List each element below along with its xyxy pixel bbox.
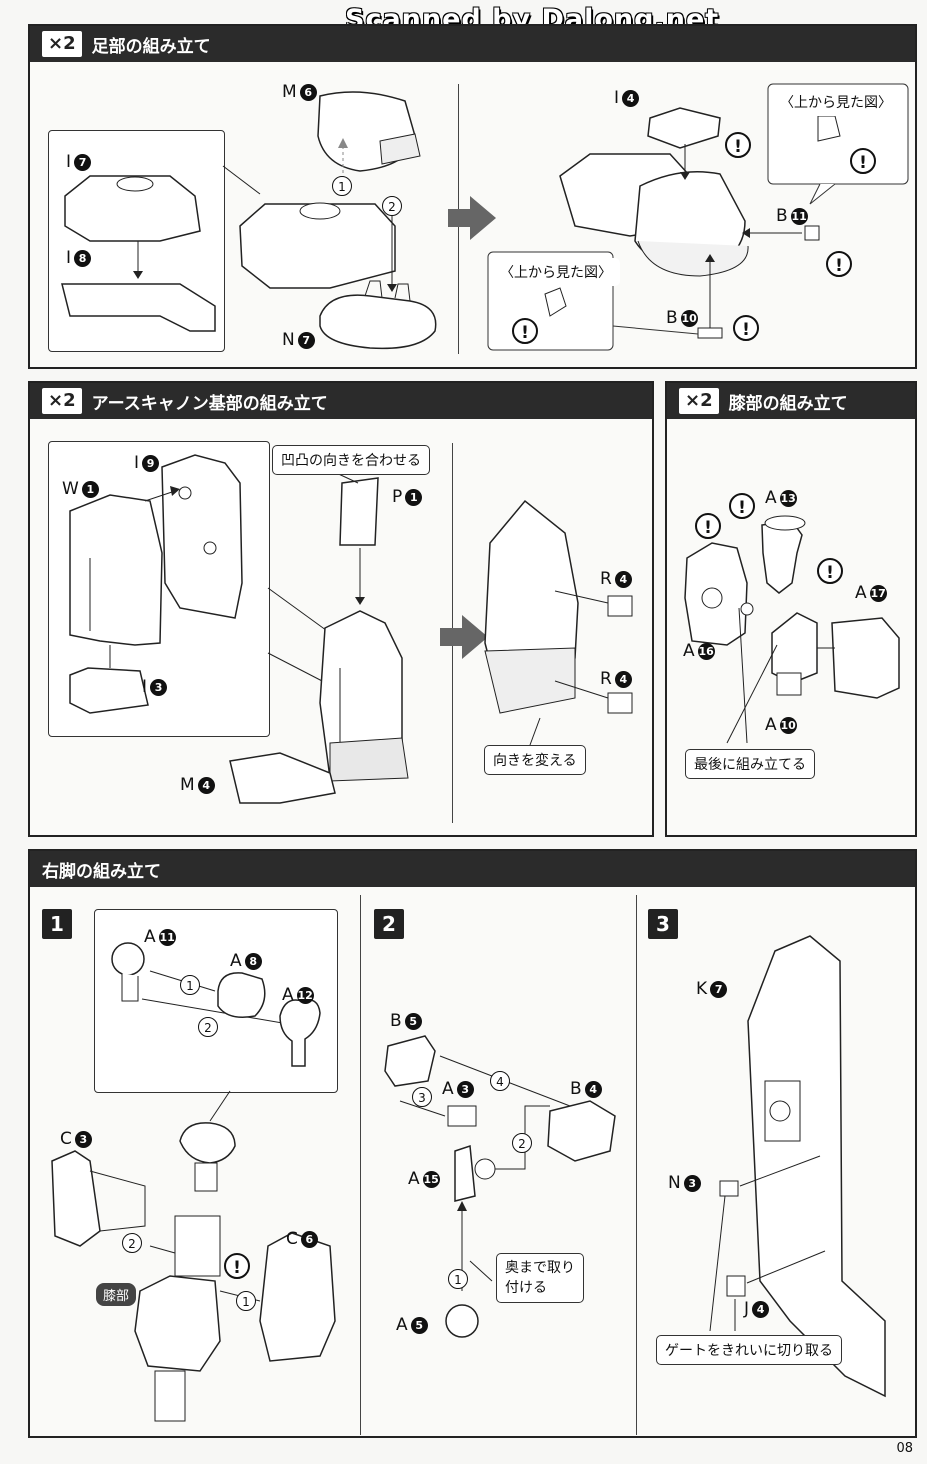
note-line: 奥まで取り bbox=[505, 1260, 575, 1276]
next-arrow-icon bbox=[440, 615, 488, 659]
quantity-multiplier: ×2 bbox=[42, 31, 82, 57]
caution-icon: ! bbox=[512, 318, 538, 344]
trim-gate-note: ゲートをきれいに切り取る bbox=[656, 1335, 842, 1365]
caution-icon: ! bbox=[850, 148, 876, 174]
align-notch-note: 凹凸の向きを合わせる bbox=[272, 445, 430, 475]
section-title: アースキャノン基部の組み立て bbox=[91, 393, 328, 414]
section-title: 右脚の組み立て bbox=[42, 861, 161, 882]
quantity-multiplier: ×2 bbox=[679, 388, 719, 414]
caution-icon: ! bbox=[826, 251, 852, 277]
caution-icon: ! bbox=[729, 493, 755, 519]
knee-badge: 膝部 bbox=[96, 1283, 137, 1306]
step-order-1: 1 bbox=[180, 975, 200, 995]
section-header: ×2 足部の組み立て bbox=[30, 26, 915, 62]
section-header: ×2 アースキャノン基部の組み立て bbox=[30, 383, 652, 419]
caution-icon: ! bbox=[733, 315, 759, 341]
foot-assembly-section: ×2 足部の組み立て bbox=[28, 24, 917, 369]
push-fully-note: 奥まで取り 付ける bbox=[496, 1253, 584, 1303]
knee-diagram bbox=[684, 515, 900, 744]
step-order-1: 1 bbox=[332, 176, 352, 196]
assemble-last-note: 最後に組み立てる bbox=[685, 749, 815, 779]
section-title: 膝部の組み立て bbox=[728, 393, 848, 414]
step-order-2: 2 bbox=[122, 1233, 142, 1253]
step-number: 2 bbox=[374, 909, 404, 939]
section-header: ×2 膝部の組み立て bbox=[667, 383, 915, 419]
divider bbox=[636, 895, 637, 1435]
caution-icon: ! bbox=[224, 1253, 250, 1279]
step-order-4: 4 bbox=[490, 1071, 510, 1091]
step-order-2: 2 bbox=[382, 196, 402, 216]
foot-diagram bbox=[61, 83, 909, 351]
right-leg-diagram bbox=[51, 935, 886, 1422]
page-number: 08 bbox=[896, 1441, 913, 1456]
section-title: 足部の組み立て bbox=[91, 36, 211, 57]
note-line: 付ける bbox=[505, 1280, 547, 1296]
step-order-1: 1 bbox=[448, 1269, 468, 1289]
step-order-3: 3 bbox=[412, 1087, 432, 1107]
step-order-1: 1 bbox=[236, 1291, 256, 1311]
step-number: 3 bbox=[648, 909, 678, 939]
step-number: 1 bbox=[42, 909, 72, 939]
top-view-note: 〈上から見た図〉 bbox=[492, 258, 620, 286]
change-orientation-note: 向きを変える bbox=[484, 745, 586, 775]
divider bbox=[360, 895, 361, 1435]
caution-icon: ! bbox=[725, 132, 751, 158]
step-order-2: 2 bbox=[512, 1133, 532, 1153]
caution-icon: ! bbox=[817, 558, 843, 584]
top-view-note: 〈上から見た図〉 bbox=[772, 88, 900, 116]
right-leg-section: 右脚の組み立て 1 bbox=[28, 849, 917, 1438]
step-order-2: 2 bbox=[198, 1017, 218, 1037]
quantity-multiplier: ×2 bbox=[42, 388, 82, 414]
caution-icon: ! bbox=[695, 513, 721, 539]
section-header: 右脚の組み立て bbox=[30, 851, 915, 887]
cannon-diagram bbox=[69, 445, 633, 804]
next-arrow-icon bbox=[448, 196, 496, 240]
